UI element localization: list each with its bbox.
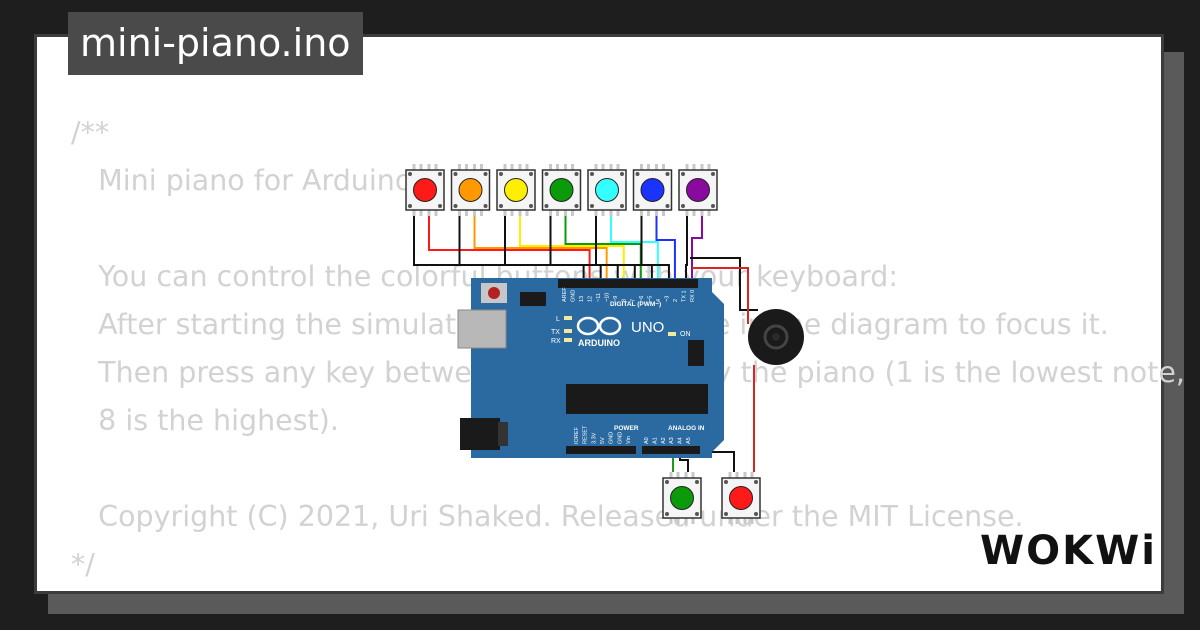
- wire-signal-6: [655, 216, 676, 284]
- piano-key-1[interactable]: [405, 164, 445, 216]
- wire-signal-1: [428, 216, 591, 284]
- button-cap: [686, 178, 710, 202]
- pin-label: ~11: [596, 293, 602, 302]
- pin-label: 3.3V: [591, 432, 597, 444]
- pin-label: A1: [652, 437, 658, 444]
- pin-label: 2: [673, 299, 679, 302]
- icsp-header: [520, 292, 704, 366]
- pin-label: TX 1: [681, 290, 687, 302]
- wire-gnd-6: [640, 216, 670, 284]
- pin-label: RESET: [583, 425, 589, 444]
- led-l-label: L: [556, 316, 560, 323]
- reset-icon: [488, 287, 500, 299]
- extra-button-1[interactable]: [662, 472, 702, 524]
- pin-label: ~10: [605, 293, 611, 302]
- pin-label: Vin: [626, 436, 632, 444]
- piano-key-5[interactable]: [587, 164, 627, 216]
- usb-connector: [457, 309, 507, 349]
- pin-label: 7: [630, 299, 636, 302]
- digital-header: [558, 279, 698, 288]
- pin-label: 5V: [600, 437, 606, 444]
- piano-key-3[interactable]: [496, 164, 536, 216]
- wire-gnd-7: [685, 216, 688, 284]
- on-label: ON: [680, 331, 691, 338]
- piano-keys[interactable]: [405, 164, 718, 216]
- analog-header: [642, 446, 700, 454]
- code-line: */: [71, 548, 95, 581]
- pin-label: GND: [609, 432, 615, 444]
- code-line: /**: [71, 116, 110, 149]
- button-cap: [595, 178, 619, 202]
- code-line: 8 is the highest).: [71, 404, 339, 437]
- piano-key-6[interactable]: [632, 164, 673, 216]
- arduino-logo-icon: [576, 316, 622, 336]
- button-cap: [549, 178, 574, 202]
- pin-label: IOREF: [574, 427, 580, 444]
- wire-gnd-4: [549, 216, 636, 284]
- pin-label: 13: [579, 296, 585, 302]
- project-title: mini-piano.ino: [68, 12, 363, 75]
- board-name: UNO: [631, 319, 664, 336]
- pin-label: ~6: [639, 296, 645, 302]
- piano-key-2[interactable]: [450, 164, 491, 216]
- tx-label: TX: [551, 329, 560, 336]
- led-l: [564, 316, 572, 320]
- code-comment: /** Mini piano for Arduino. You can cont…: [71, 109, 1185, 589]
- code-line: You can control the colorful buttons wit…: [71, 260, 898, 293]
- button-cap: [458, 178, 483, 202]
- pin-label: ~9: [613, 296, 619, 302]
- piano-key-4[interactable]: [541, 164, 582, 216]
- code-line: Copyright (C) 2021, Uri Shaked. Released…: [71, 500, 1024, 533]
- power-jack: [460, 418, 500, 450]
- extra-buttons[interactable]: [662, 472, 761, 524]
- board-maker: ARDUINO: [578, 338, 620, 348]
- pin-label: RX 0: [690, 290, 696, 302]
- pin-label: A0: [644, 437, 650, 444]
- pin-label: A3: [669, 437, 675, 444]
- extra-button-2[interactable]: [721, 472, 761, 524]
- pin-label: GND: [617, 432, 623, 444]
- code-line: Mini piano for Arduino.: [71, 164, 421, 197]
- pin-label: A5: [686, 437, 692, 444]
- wire-signal-5: [610, 216, 659, 284]
- pin-label: ~3: [664, 296, 670, 302]
- button-cap: [729, 486, 753, 510]
- piano-key-7[interactable]: [678, 164, 718, 216]
- wire-signal-7: [691, 216, 703, 284]
- pin-label: AREF: [562, 287, 568, 302]
- button-cap: [640, 178, 665, 202]
- wire-gnd-5: [595, 216, 653, 284]
- led-on: [668, 332, 676, 336]
- wire-buzzer-signal: [692, 267, 749, 324]
- arduino-uno-board[interactable]: L TX RX ON UNO ARDUINO DIGITAL (PWM~) PO…: [457, 278, 724, 458]
- pin-label: 12: [588, 296, 594, 302]
- pin-label: GND: [571, 290, 577, 302]
- button-cap: [504, 178, 528, 202]
- wokwi-logo: WOKWi: [980, 528, 1157, 574]
- pin-label: A2: [661, 437, 667, 444]
- digital-label: DIGITAL (PWM~): [610, 301, 661, 308]
- pin-label: 8: [622, 299, 628, 302]
- led-tx: [564, 329, 572, 333]
- pin-label: A4: [678, 437, 684, 444]
- rx-label: RX: [551, 338, 561, 345]
- pin-label: 4: [656, 299, 662, 302]
- atmega-chip: [566, 384, 708, 414]
- led-rx: [564, 338, 572, 342]
- button-cap: [670, 486, 694, 510]
- analog-label: ANALOG IN: [668, 425, 705, 432]
- button-cap: [413, 178, 437, 202]
- buzzer[interactable]: [748, 309, 804, 365]
- power-label: POWER: [614, 425, 639, 432]
- power-header: [566, 446, 636, 454]
- pin-label: ~5: [647, 296, 653, 302]
